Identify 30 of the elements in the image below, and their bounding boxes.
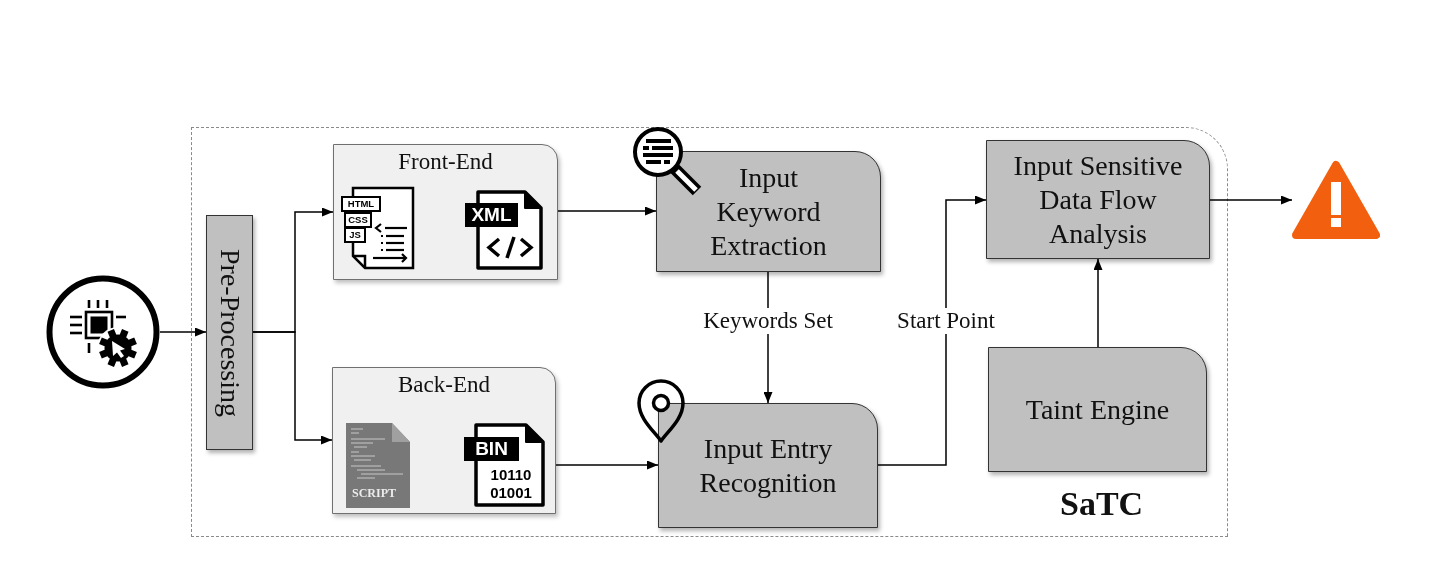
process-bar: [206, 215, 253, 450]
arrow: [877, 195, 987, 466]
arrow: [1209, 195, 1293, 205]
edge-label: Keywords Set: [700, 308, 836, 334]
file-type-text: SCRIPT: [351, 485, 397, 502]
file-type-text: BIN: [474, 437, 509, 461]
arrow: [252, 331, 333, 445]
arrow: [555, 460, 659, 470]
process-label: Taint Engine: [1025, 392, 1170, 427]
binary-digits: 10110 01001: [489, 466, 533, 502]
group-title: SaTC: [1060, 485, 1144, 523]
file-type-text: XML: [470, 203, 513, 227]
panel-title: Back-End: [398, 371, 490, 399]
arrow: [557, 206, 657, 216]
process-box: [988, 347, 1207, 472]
warning-icon: [1292, 160, 1380, 240]
bar-label: Pre-Processing: [213, 248, 246, 417]
chip-gear-icon: [46, 275, 160, 389]
arrow: [1093, 258, 1103, 348]
panel-title: Front-End: [398, 148, 493, 176]
tag-text: CSS: [347, 213, 369, 227]
process-box: [656, 151, 881, 272]
process-box: [986, 140, 1210, 259]
process-box: [658, 403, 878, 528]
process-label: Input Entry Recognition: [698, 431, 838, 500]
tag-text: JS: [348, 228, 362, 242]
tag-text: HTML: [346, 197, 376, 211]
process-label: Input Sensitive Data Flow Analysis: [1012, 148, 1184, 251]
process-label: Input Keyword Extraction: [709, 160, 828, 263]
arrow: [159, 327, 207, 337]
